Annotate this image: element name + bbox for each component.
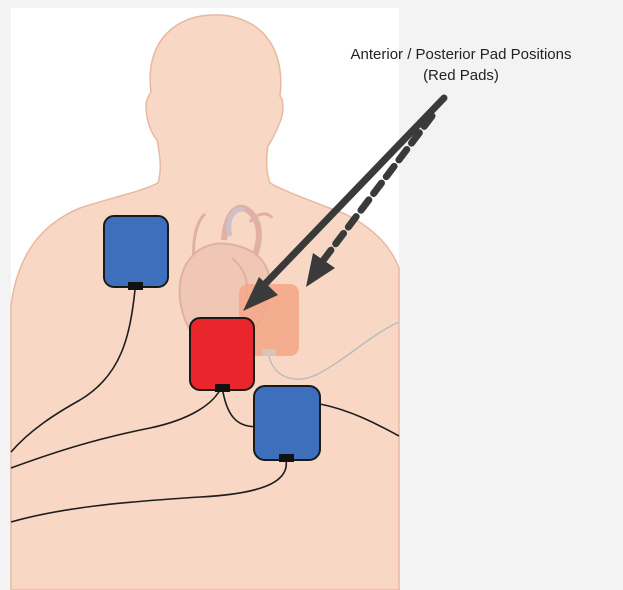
pad-positions-caption: Anterior / Posterior Pad Positions (Red … <box>296 44 623 86</box>
red-pad-connector <box>215 384 230 392</box>
posterior-pad-connector <box>262 349 276 356</box>
caption-subtitle: (Red Pads) <box>296 65 623 86</box>
blue-pad-lower-connector <box>279 454 294 462</box>
red-pad-anterior <box>190 318 254 390</box>
blue-pad-upper <box>104 216 168 287</box>
caption-title: Anterior / Posterior Pad Positions <box>296 44 623 65</box>
blue-pad-lower <box>254 386 320 460</box>
blue-pad-upper-connector <box>128 282 143 290</box>
